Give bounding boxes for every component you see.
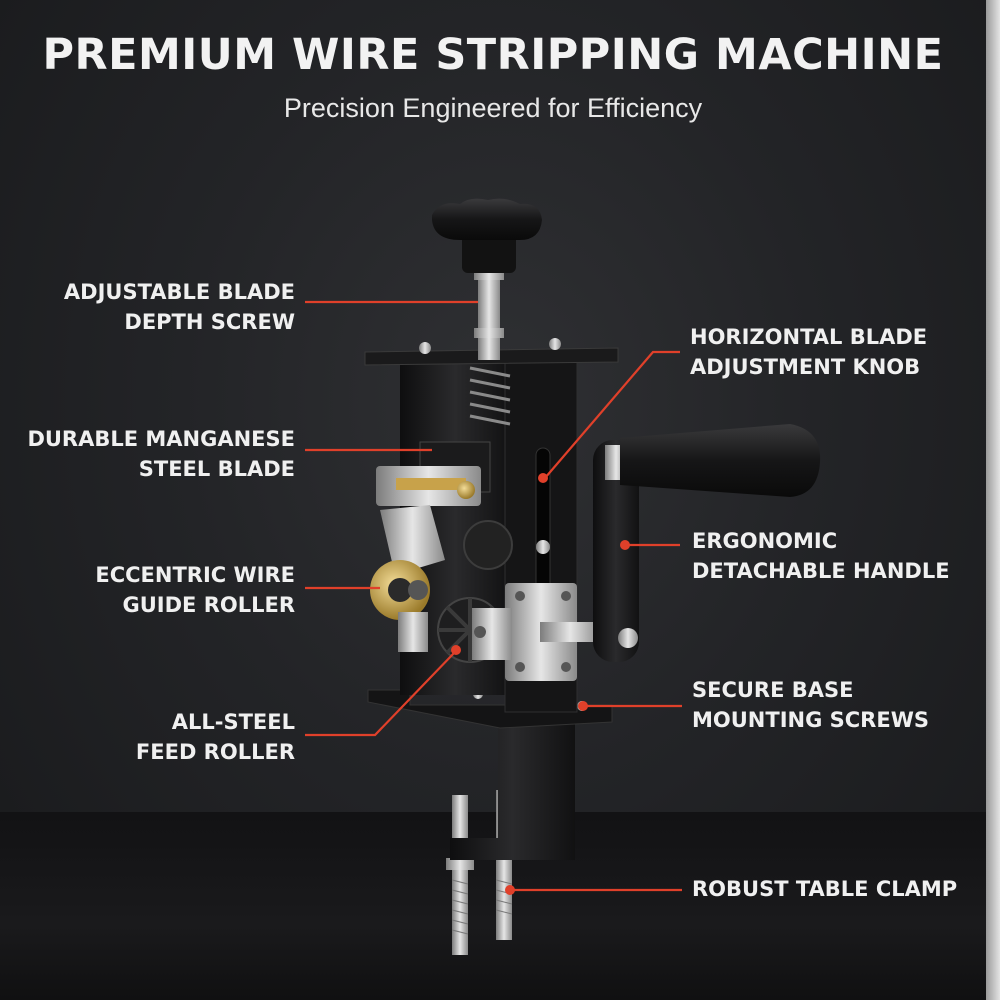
page-subtitle: Precision Engineered for Efficiency xyxy=(283,93,703,123)
leader-feed-roller xyxy=(305,651,456,737)
callout-blade: DURABLE MANGANESE STEEL BLADE xyxy=(27,427,295,481)
callout-clamp: ROBUST TABLE CLAMP xyxy=(692,877,958,901)
ergonomic-handle xyxy=(620,424,821,497)
crank-arm xyxy=(593,440,639,662)
top-star-knob xyxy=(432,198,542,273)
image-edge-strip xyxy=(986,0,1000,1000)
callout-feed-roller: ALL-STEEL FEED ROLLER xyxy=(135,710,295,764)
callout-handle: ERGONOMIC DETACHABLE HANDLE xyxy=(692,529,950,583)
page-title: PREMIUM WIRE STRIPPING MACHINE xyxy=(42,30,944,80)
leader-horizontal-knob xyxy=(544,350,680,479)
callout-depth-screw: ADJUSTABLE BLADE DEPTH SCREW xyxy=(63,280,295,334)
callout-horizontal-knob: HORIZONTAL BLADE ADJUSTMENT KNOB xyxy=(690,325,928,379)
callout-base-screws: SECURE BASE MOUNTING SCREWS xyxy=(692,678,929,732)
callout-guide-roller: ECCENTRIC WIRE GUIDE ROLLER xyxy=(95,563,295,617)
table-clamp-body xyxy=(450,715,575,860)
